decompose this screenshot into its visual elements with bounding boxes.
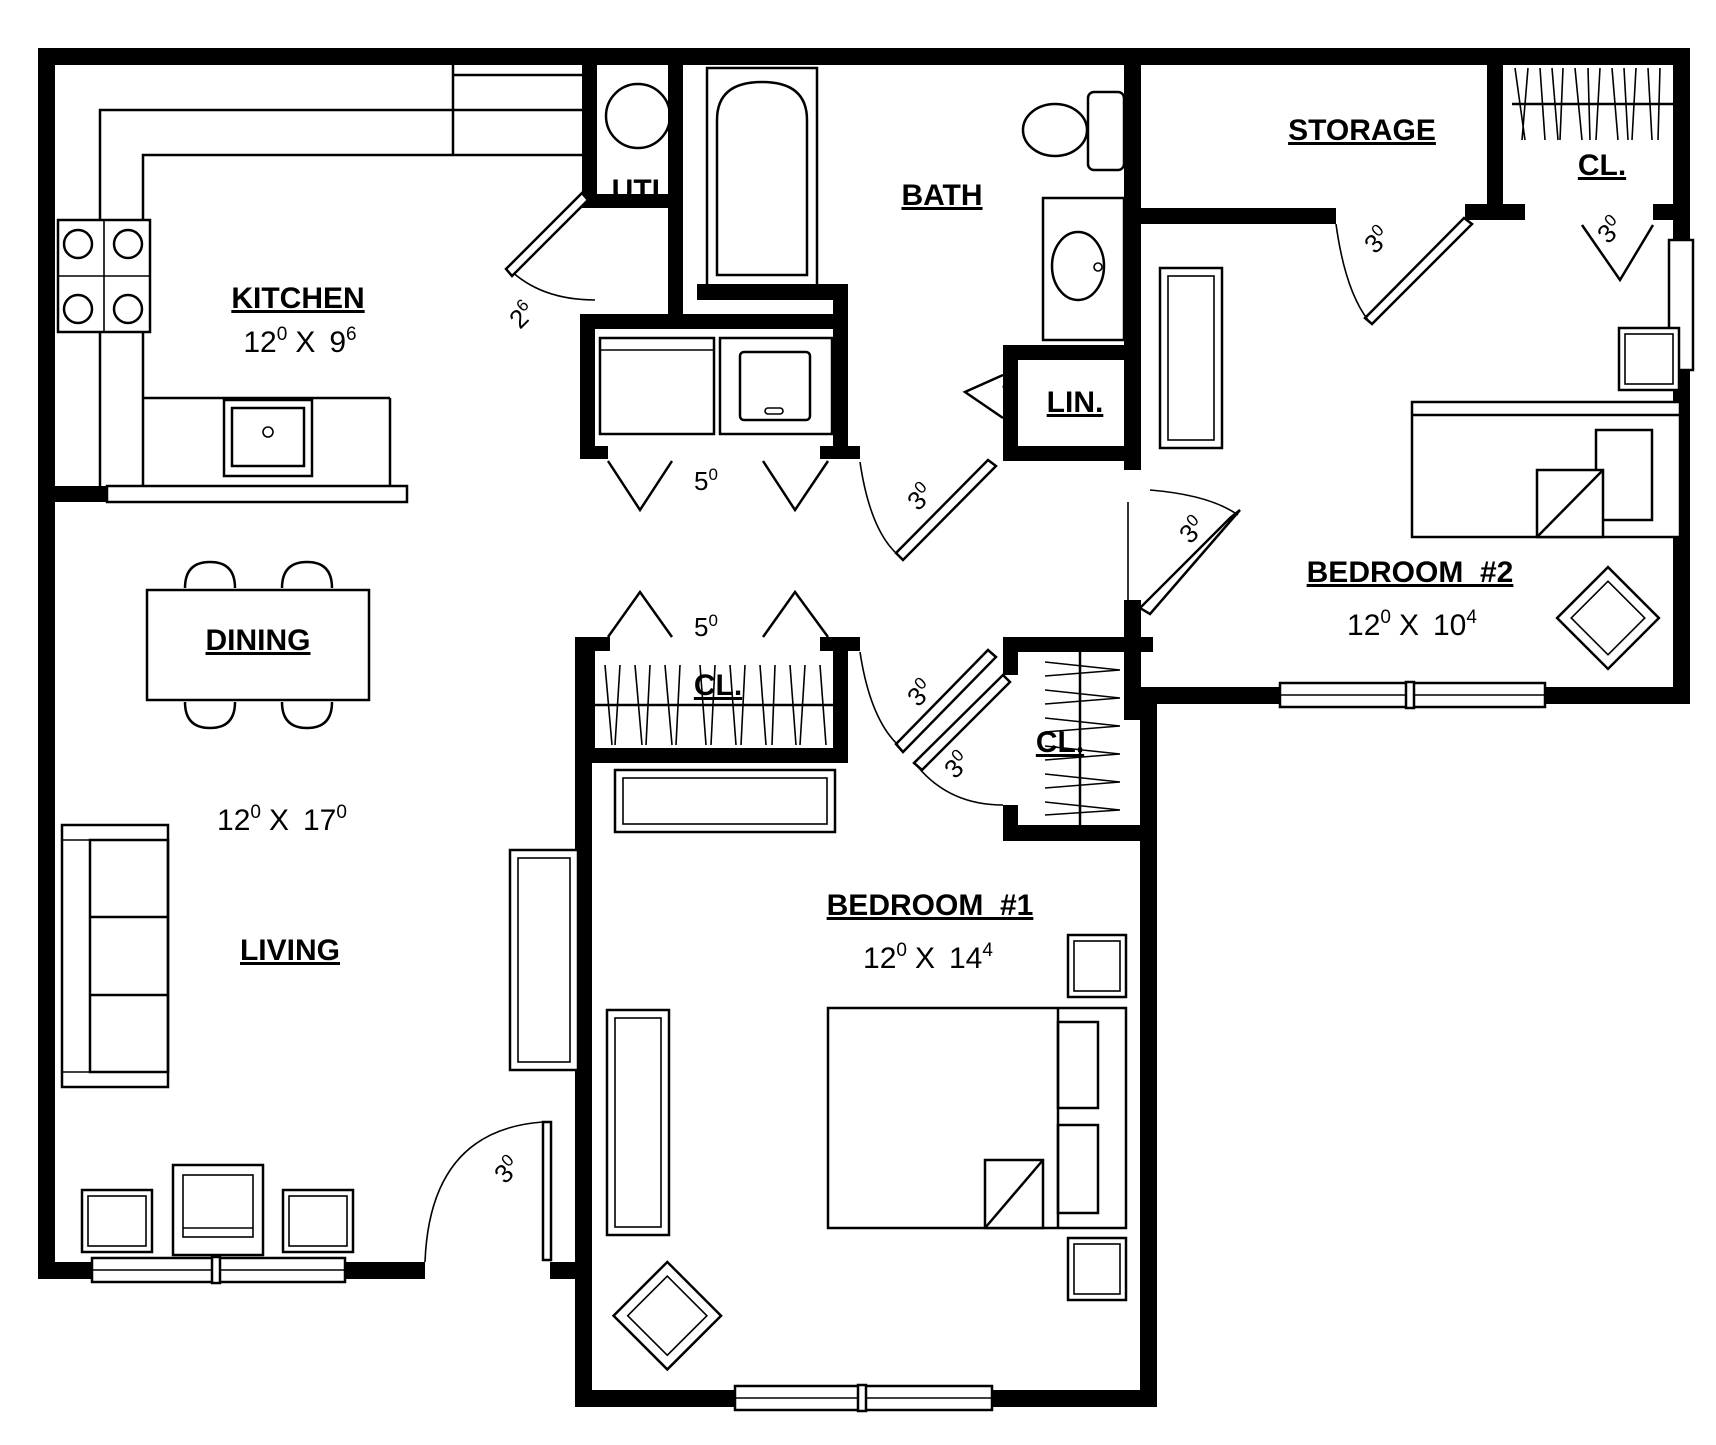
door-label-laundry: 50 — [694, 465, 718, 496]
dining-table — [145, 560, 371, 730]
kitchen-fixtures — [56, 65, 582, 504]
bedroom2-closet-label: CL. — [1578, 149, 1626, 182]
doors — [424, 191, 1655, 1263]
closet-hangers — [595, 67, 1673, 825]
utility-label: UTL. — [612, 174, 679, 207]
kitchen-label: KITCHEN — [231, 282, 364, 315]
door-label-kitchen: 26 — [502, 295, 541, 334]
door-label-storage: 30 — [1357, 220, 1396, 259]
bedroom1-furniture — [605, 768, 1128, 1372]
interior-walls — [55, 65, 1690, 1277]
bedroom1-label: BEDROOM #1 — [827, 889, 1034, 922]
bedroom2-furniture — [1158, 266, 1682, 671]
storage-label: STORAGE — [1288, 114, 1436, 147]
bedroom2-label: BEDROOM #2 — [1307, 556, 1514, 589]
windows — [90, 238, 1695, 1413]
bedroom1-closet-label: CL. — [1036, 726, 1084, 759]
dining-label: DINING — [206, 624, 311, 657]
door-label-hall-closet: 50 — [694, 611, 718, 642]
door-label-bedroom1-closet: 30 — [937, 745, 976, 784]
hall-closet-label: CL. — [694, 669, 742, 702]
door-label-entry: 30 — [487, 1150, 526, 1189]
door-label-bath: 30 — [900, 477, 939, 516]
door-label-linen: 4 — [1002, 375, 1011, 394]
bath-fixtures — [598, 66, 1126, 436]
living-furniture — [60, 823, 580, 1257]
living-label: LIVING — [240, 934, 340, 967]
bath-label: BATH — [901, 179, 982, 212]
linen-label: LIN. — [1047, 386, 1104, 419]
